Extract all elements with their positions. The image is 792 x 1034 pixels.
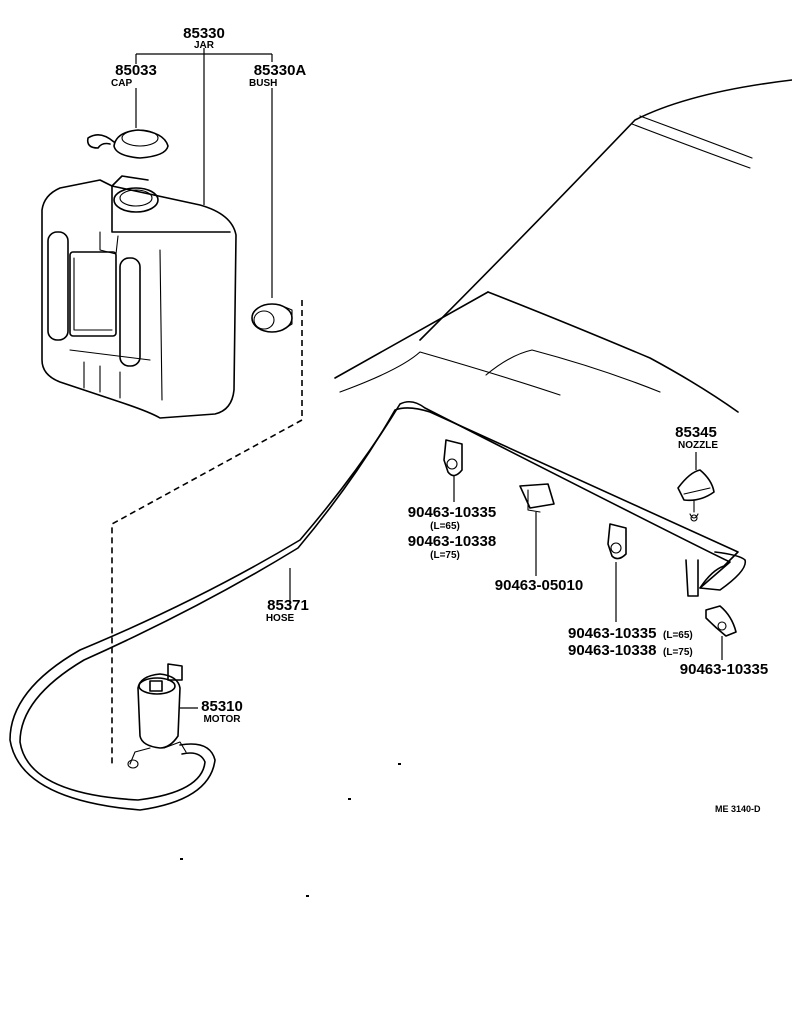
- nozzle-part-number: 85345: [675, 424, 717, 441]
- clamp-b-variant-1: (L=65): [663, 630, 693, 641]
- washer-motor: [127, 663, 187, 769]
- jar-part-number: 85330: [183, 25, 225, 42]
- motor-part-number: 85310: [201, 698, 243, 715]
- clamp-c-part-number: 90463-10335: [680, 661, 768, 678]
- jar-part-name: JAR: [194, 40, 215, 51]
- washer-hose: [9, 400, 747, 811]
- hose-clamp-b: [607, 523, 627, 560]
- jar-bush: [251, 303, 293, 333]
- clamp-a-variant-1: (L=65): [430, 521, 460, 532]
- clamp-b-variant-2: (L=75): [663, 647, 693, 658]
- scan-specks: [180, 763, 401, 897]
- washer-nozzle: [677, 469, 715, 522]
- hose-clamp-c: [705, 605, 737, 637]
- clamp-a-number-1: 90463-10335: [408, 504, 496, 521]
- hose-part-name: HOSE: [266, 613, 295, 624]
- clip-part-number: 90463-05010: [495, 577, 583, 594]
- cap-part-name: CAP: [111, 78, 132, 89]
- washer-jar: [41, 175, 237, 419]
- hood-outline: [334, 79, 792, 413]
- nozzle-part-name: NOZZLE: [678, 440, 718, 451]
- cap-part-number: 85033: [115, 62, 157, 79]
- hose-clip: [519, 483, 555, 513]
- clamp-a-number-2: 90463-10338: [408, 533, 496, 550]
- clamp-b-number-1: 90463-10335: [568, 625, 656, 642]
- clamp-a-variant-2: (L=75): [430, 550, 460, 561]
- bush-part-name: BUSH: [249, 78, 277, 89]
- bush-part-number: 85330A: [254, 62, 307, 79]
- jar-cap: [86, 129, 169, 159]
- figure-code: ME 3140-D: [715, 804, 761, 814]
- clamp-b-number-2: 90463-10338: [568, 642, 656, 659]
- leader-lines: [111, 48, 723, 765]
- hose-part-number: 85371: [267, 597, 309, 614]
- hose-clamp-a: [443, 439, 463, 477]
- motor-part-name: MOTOR: [203, 714, 241, 725]
